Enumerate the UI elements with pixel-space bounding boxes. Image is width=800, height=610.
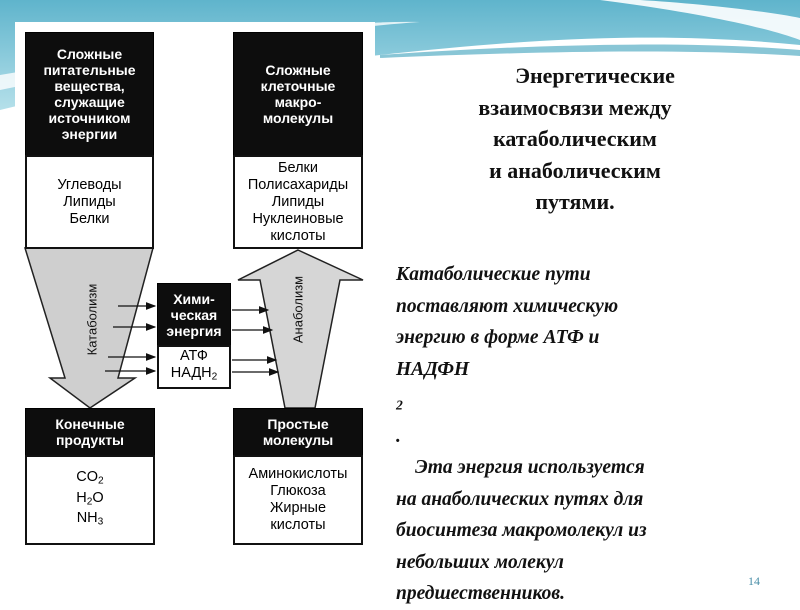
chemical-energy-list: АТФ НАДН2 — [157, 345, 231, 389]
body-line: предшественников. — [396, 583, 566, 605]
title-line: взаимосвязи между — [478, 94, 672, 120]
body-line: небольших молекул — [396, 551, 564, 573]
list-item: Жирные — [269, 500, 327, 516]
list-item: кислоты — [270, 227, 326, 244]
header-line: Простые — [267, 416, 329, 432]
anabolism-label: Анаболизм — [290, 275, 306, 344]
simple-molecules-list: Аминокислоты Глюкоза Жирные кислоты — [233, 455, 363, 545]
header-line: служащие — [54, 94, 125, 110]
header-line: молекулы — [262, 432, 334, 448]
list-item: NH3 — [27, 510, 153, 531]
body-line: Катаболические пути — [396, 264, 591, 285]
subscript: 3 — [97, 516, 104, 528]
header-line: Хими- — [173, 290, 215, 307]
subscript: 2 — [211, 371, 218, 383]
subscript: 2 — [86, 496, 93, 508]
formula-text: НАДН — [170, 365, 212, 382]
list-item: Нуклеиновые — [252, 210, 344, 227]
title-line: и анаболическим — [489, 157, 661, 183]
list-item: Липиды — [271, 193, 325, 210]
list-item: Белки — [277, 159, 318, 176]
slide-body-text: Катаболические пути поставляют химическу… — [396, 259, 756, 610]
subscript: 2 — [396, 397, 403, 413]
header-line: энергии — [61, 126, 118, 142]
header-line: Сложные — [265, 62, 331, 78]
list-item: Аминокислоты — [248, 466, 348, 482]
list-item: НАДН2 — [159, 365, 229, 386]
formula-text: CO — [76, 469, 99, 486]
body-line: Эта энергия используется — [415, 457, 645, 479]
simple-molecules-header: Простые молекулы — [233, 408, 363, 456]
list-item: Белки — [69, 211, 110, 227]
complex-nutrients-list: Углеводы Липиды Белки — [25, 155, 154, 249]
list-item: Глюкоза — [270, 483, 326, 499]
list-item: АТФ — [180, 348, 208, 365]
header-line: клеточные — [260, 78, 336, 94]
body-line: энергию в форме АТФ и — [396, 327, 600, 348]
macromolecules-list: Белки Полисахариды Липиды Нуклеиновые ки… — [233, 155, 363, 249]
header-line: вещества, — [54, 78, 125, 94]
formula-text: O — [92, 489, 104, 506]
page-number: 14 — [748, 574, 760, 588]
list-item: Липиды — [63, 194, 116, 210]
list-item: H2O — [27, 490, 153, 511]
title-line: путями. — [535, 189, 615, 214]
title-line: катаболическим — [493, 126, 657, 151]
header-line: Сложные — [56, 46, 123, 62]
header-line: источником — [48, 110, 131, 126]
body-line: биосинтеза макромолекул из — [396, 520, 647, 542]
title-line: Энергетические — [515, 63, 675, 88]
list-item: Углеводы — [57, 177, 122, 193]
formula-text: NH — [76, 510, 98, 527]
list-item: CO2 — [27, 469, 153, 490]
subscript: 2 — [98, 475, 104, 487]
body-line: на анаболических путях для — [396, 488, 644, 510]
header-line: ческая — [170, 306, 218, 323]
complex-nutrients-header: Сложные питательные вещества, служащие и… — [25, 32, 154, 156]
end-products-list: CO2 H2O NH3 — [25, 455, 155, 545]
body-line: поставляют химическую — [396, 295, 619, 317]
chemical-energy-header: Хими- ческая энергия — [157, 283, 231, 346]
header-line: питательные — [43, 62, 136, 78]
body-line: НАДФН 2 . — [396, 354, 756, 453]
formula-text: НАДФН — [396, 358, 470, 380]
header-line: молекулы — [262, 110, 334, 126]
header-line: энергия — [166, 322, 222, 339]
catabolism-label: Катаболизм — [84, 283, 100, 356]
macromolecules-header: Сложные клеточные макро- молекулы — [233, 32, 363, 156]
catabolism-arrow — [23, 247, 154, 409]
formula-text: H — [76, 489, 87, 506]
header-line: продукты — [55, 432, 125, 448]
header-line: макро- — [274, 94, 322, 110]
formula-text: . — [396, 425, 401, 447]
list-item: Полисахариды — [247, 176, 349, 193]
end-products-header: Конечные продукты — [25, 408, 155, 456]
slide-title: Энергетические взаимосвязи между катабол… — [430, 60, 720, 218]
list-item: кислоты — [270, 517, 326, 533]
header-line: Конечные — [55, 416, 125, 432]
